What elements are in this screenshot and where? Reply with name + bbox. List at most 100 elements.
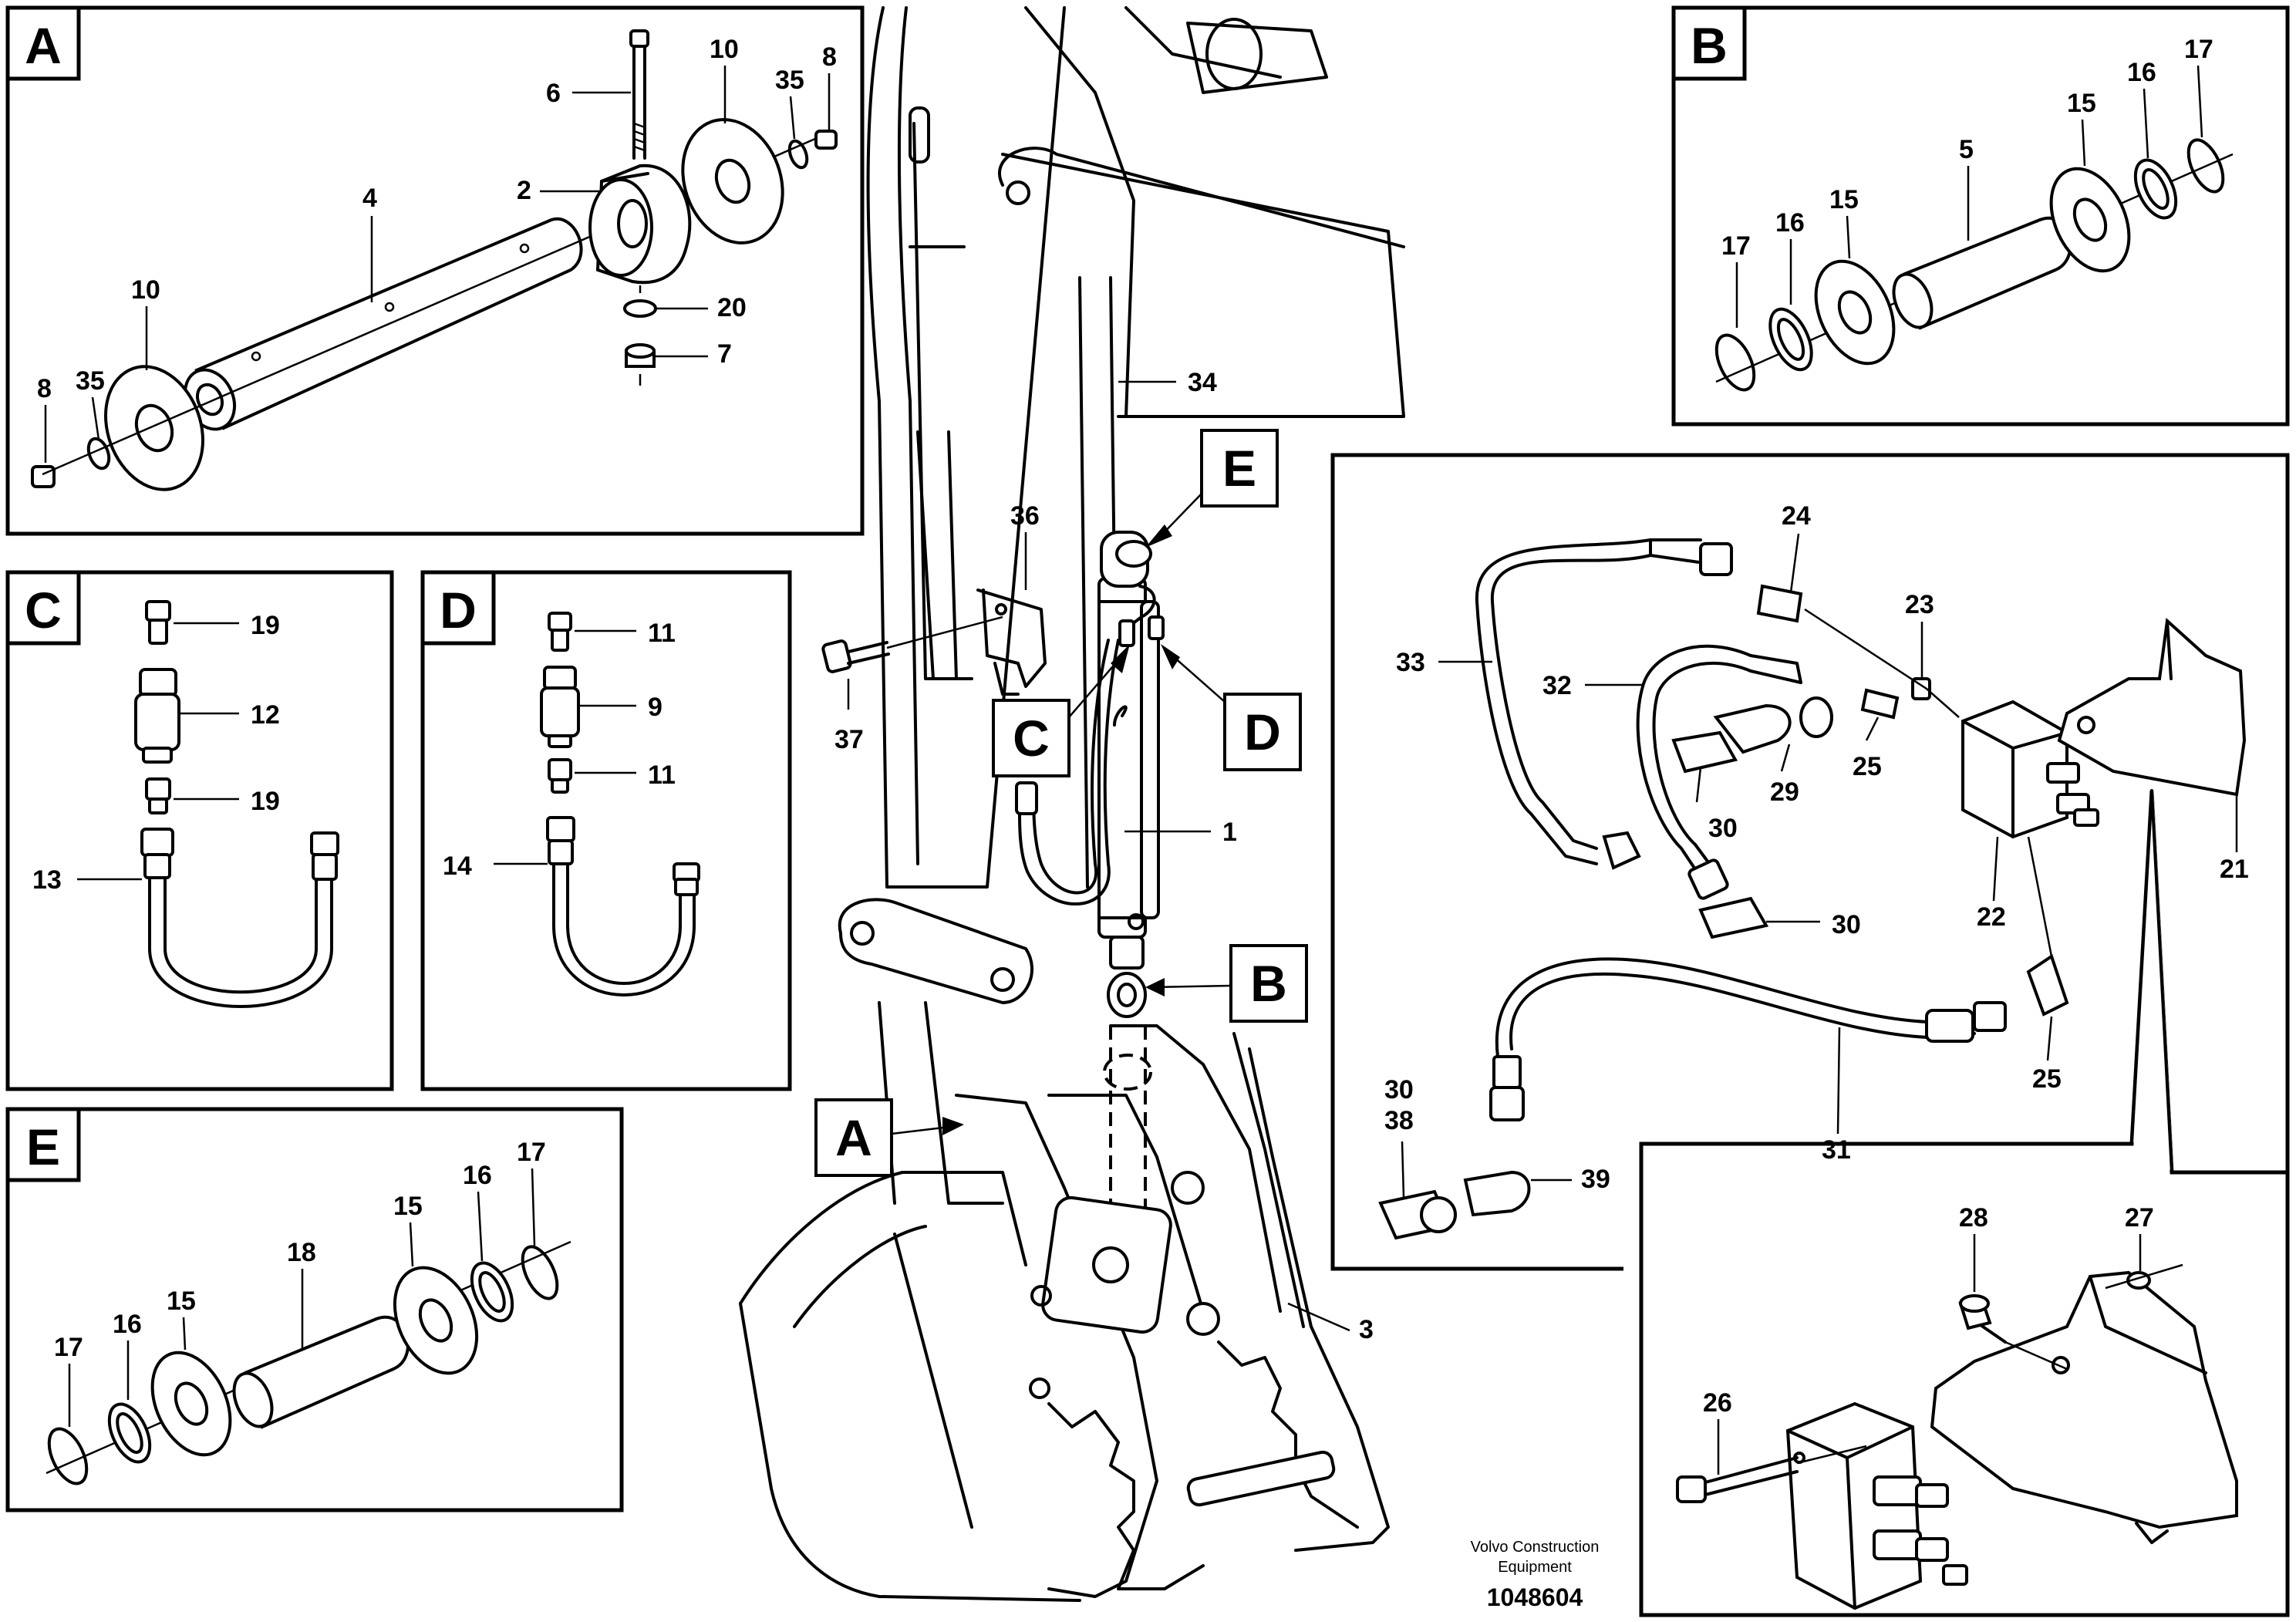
washer-20 xyxy=(623,299,657,318)
detail-box-A: A xyxy=(5,5,865,536)
part-label-19-bottom: 19 xyxy=(251,787,280,816)
brand-name-line2: Equipment xyxy=(1498,1559,1572,1576)
washer-15-right-e xyxy=(393,1266,479,1375)
part-label-17-right: 17 xyxy=(2184,35,2213,64)
washer-10-right xyxy=(681,118,784,244)
bracket-21-detail xyxy=(1930,1270,2238,1544)
hose-13-fitting xyxy=(140,828,174,857)
part-label-35-left: 35 xyxy=(76,366,105,396)
callout-letter-A: A xyxy=(835,1109,872,1166)
hose-31-fitting-right xyxy=(1925,1009,1974,1043)
washer-15-left-e xyxy=(150,1351,232,1457)
part-label-35-right: 35 xyxy=(775,66,804,95)
washer-16-left xyxy=(1768,307,1813,372)
part-label-29: 29 xyxy=(1770,777,1799,807)
hose-33-fitting-top xyxy=(1699,542,1733,576)
part-label-25-top: 25 xyxy=(1853,752,1882,781)
fitting-23 xyxy=(1911,677,1931,700)
detail-box-E: E 17 16 15 18 15 16 17 xyxy=(5,1107,624,1512)
part-label-30-top: 30 xyxy=(1708,814,1738,843)
part-label-13: 13 xyxy=(32,865,62,895)
detail-letter-D: D xyxy=(440,582,477,639)
part-label-18: 18 xyxy=(287,1238,316,1267)
part-label-38: 38 xyxy=(1384,1106,1414,1135)
part-label-23: 23 xyxy=(1905,590,1934,619)
callout-letter-E: E xyxy=(1222,440,1256,497)
part-label-17-left: 17 xyxy=(1721,231,1751,261)
adapter-11-bottom xyxy=(548,758,572,781)
adapter-19-bottom xyxy=(145,777,171,801)
washer-16-right-e xyxy=(470,1261,514,1323)
ring-17-left xyxy=(1714,333,1756,392)
part-label-31: 31 xyxy=(1822,1135,1851,1165)
washer-15-left xyxy=(1814,259,1896,366)
part-label-10-left: 10 xyxy=(131,275,160,305)
callout-letter-C: C xyxy=(1013,710,1050,767)
part-label-1: 1 xyxy=(1222,818,1237,847)
detail-box-B: B 17 16 15 5 15 16 17 xyxy=(1671,5,2290,427)
detail-letter-A: A xyxy=(25,17,62,74)
part-label-39: 39 xyxy=(1581,1165,1610,1194)
bolt-37 xyxy=(821,615,1003,673)
part-label-17-left-e: 17 xyxy=(54,1333,83,1362)
hose-14-fitting xyxy=(546,816,575,842)
part-label-12: 12 xyxy=(251,700,280,730)
part-label-22: 22 xyxy=(1977,902,2006,932)
part-label-9: 9 xyxy=(648,693,663,722)
part-label-15-left-e: 15 xyxy=(167,1286,196,1316)
callout-E[interactable]: E xyxy=(1145,429,1279,548)
detail-letter-E: E xyxy=(26,1118,60,1175)
callout-D[interactable]: D xyxy=(1161,644,1302,771)
washer-16-right xyxy=(2133,158,2178,220)
tee-30-mid xyxy=(1698,896,1769,939)
valve-block-22 xyxy=(1961,700,2099,839)
part-label-5: 5 xyxy=(1959,135,1974,164)
valve-bracket-detail: 28 27 26 xyxy=(1639,787,2290,1617)
part-label-26: 26 xyxy=(1703,1388,1732,1418)
fitting-24 xyxy=(1756,584,1803,623)
callout-C[interactable]: C xyxy=(992,644,1130,777)
coupling-9 xyxy=(543,666,577,690)
elbow-39 xyxy=(1463,1170,1531,1217)
detail-box-C: C 19 12 19 13 xyxy=(5,570,394,1091)
detail-letter-B: B xyxy=(1691,17,1728,74)
clamp-2 xyxy=(588,164,692,285)
fitting-25-top xyxy=(1860,688,1900,720)
washer-16-left-e xyxy=(107,1402,152,1464)
part-label-3: 3 xyxy=(1359,1315,1374,1344)
bracket-36 xyxy=(976,588,1047,696)
ring-17-left-e xyxy=(47,1427,89,1485)
brand-name: Volvo Construction xyxy=(1471,1539,1600,1556)
part-label-30-bottom: 30 xyxy=(1384,1075,1414,1104)
part-label-15-right-e: 15 xyxy=(393,1192,423,1221)
part-label-36: 36 xyxy=(1010,501,1040,531)
ring-17-right-e xyxy=(521,1245,559,1300)
part-label-34: 34 xyxy=(1188,368,1217,397)
part-label-28: 28 xyxy=(1959,1203,1988,1233)
credit-block: Volvo Construction Equipment 1048604 xyxy=(1471,1539,1600,1611)
part-label-8-left: 8 xyxy=(37,374,52,403)
valve-block-22-detail xyxy=(1785,1401,1968,1610)
part-label-16-left: 16 xyxy=(1775,208,1805,238)
callout-A[interactable]: A xyxy=(814,1098,964,1177)
hose-assembly-box: 33 32 24 23 29 25 30 30 22 21 25 31 30 3… xyxy=(1330,453,2290,1271)
coupling-12 xyxy=(139,668,177,697)
part-label-19-top: 19 xyxy=(251,611,280,640)
part-label-10-right: 10 xyxy=(710,35,739,64)
callout-letter-B: B xyxy=(1250,955,1287,1012)
part-label-15-left: 15 xyxy=(1829,185,1859,214)
nipple-8-right xyxy=(814,130,838,150)
part-label-4: 4 xyxy=(362,184,377,213)
adapter-11-top xyxy=(548,612,572,632)
drawing-number: 1048604 xyxy=(1487,1583,1583,1611)
part-label-16-right: 16 xyxy=(2127,58,2156,87)
part-label-32: 32 xyxy=(1542,671,1572,700)
part-label-11-bottom: 11 xyxy=(648,760,676,790)
part-label-11-top: 11 xyxy=(648,619,676,648)
part-label-14: 14 xyxy=(443,851,472,881)
part-label-33: 33 xyxy=(1396,648,1425,677)
washer-15-right xyxy=(2049,167,2131,273)
part-label-17-right-e: 17 xyxy=(517,1138,546,1167)
callout-B[interactable]: B xyxy=(1145,944,1308,1023)
part-label-25-bottom: 25 xyxy=(2032,1064,2062,1094)
